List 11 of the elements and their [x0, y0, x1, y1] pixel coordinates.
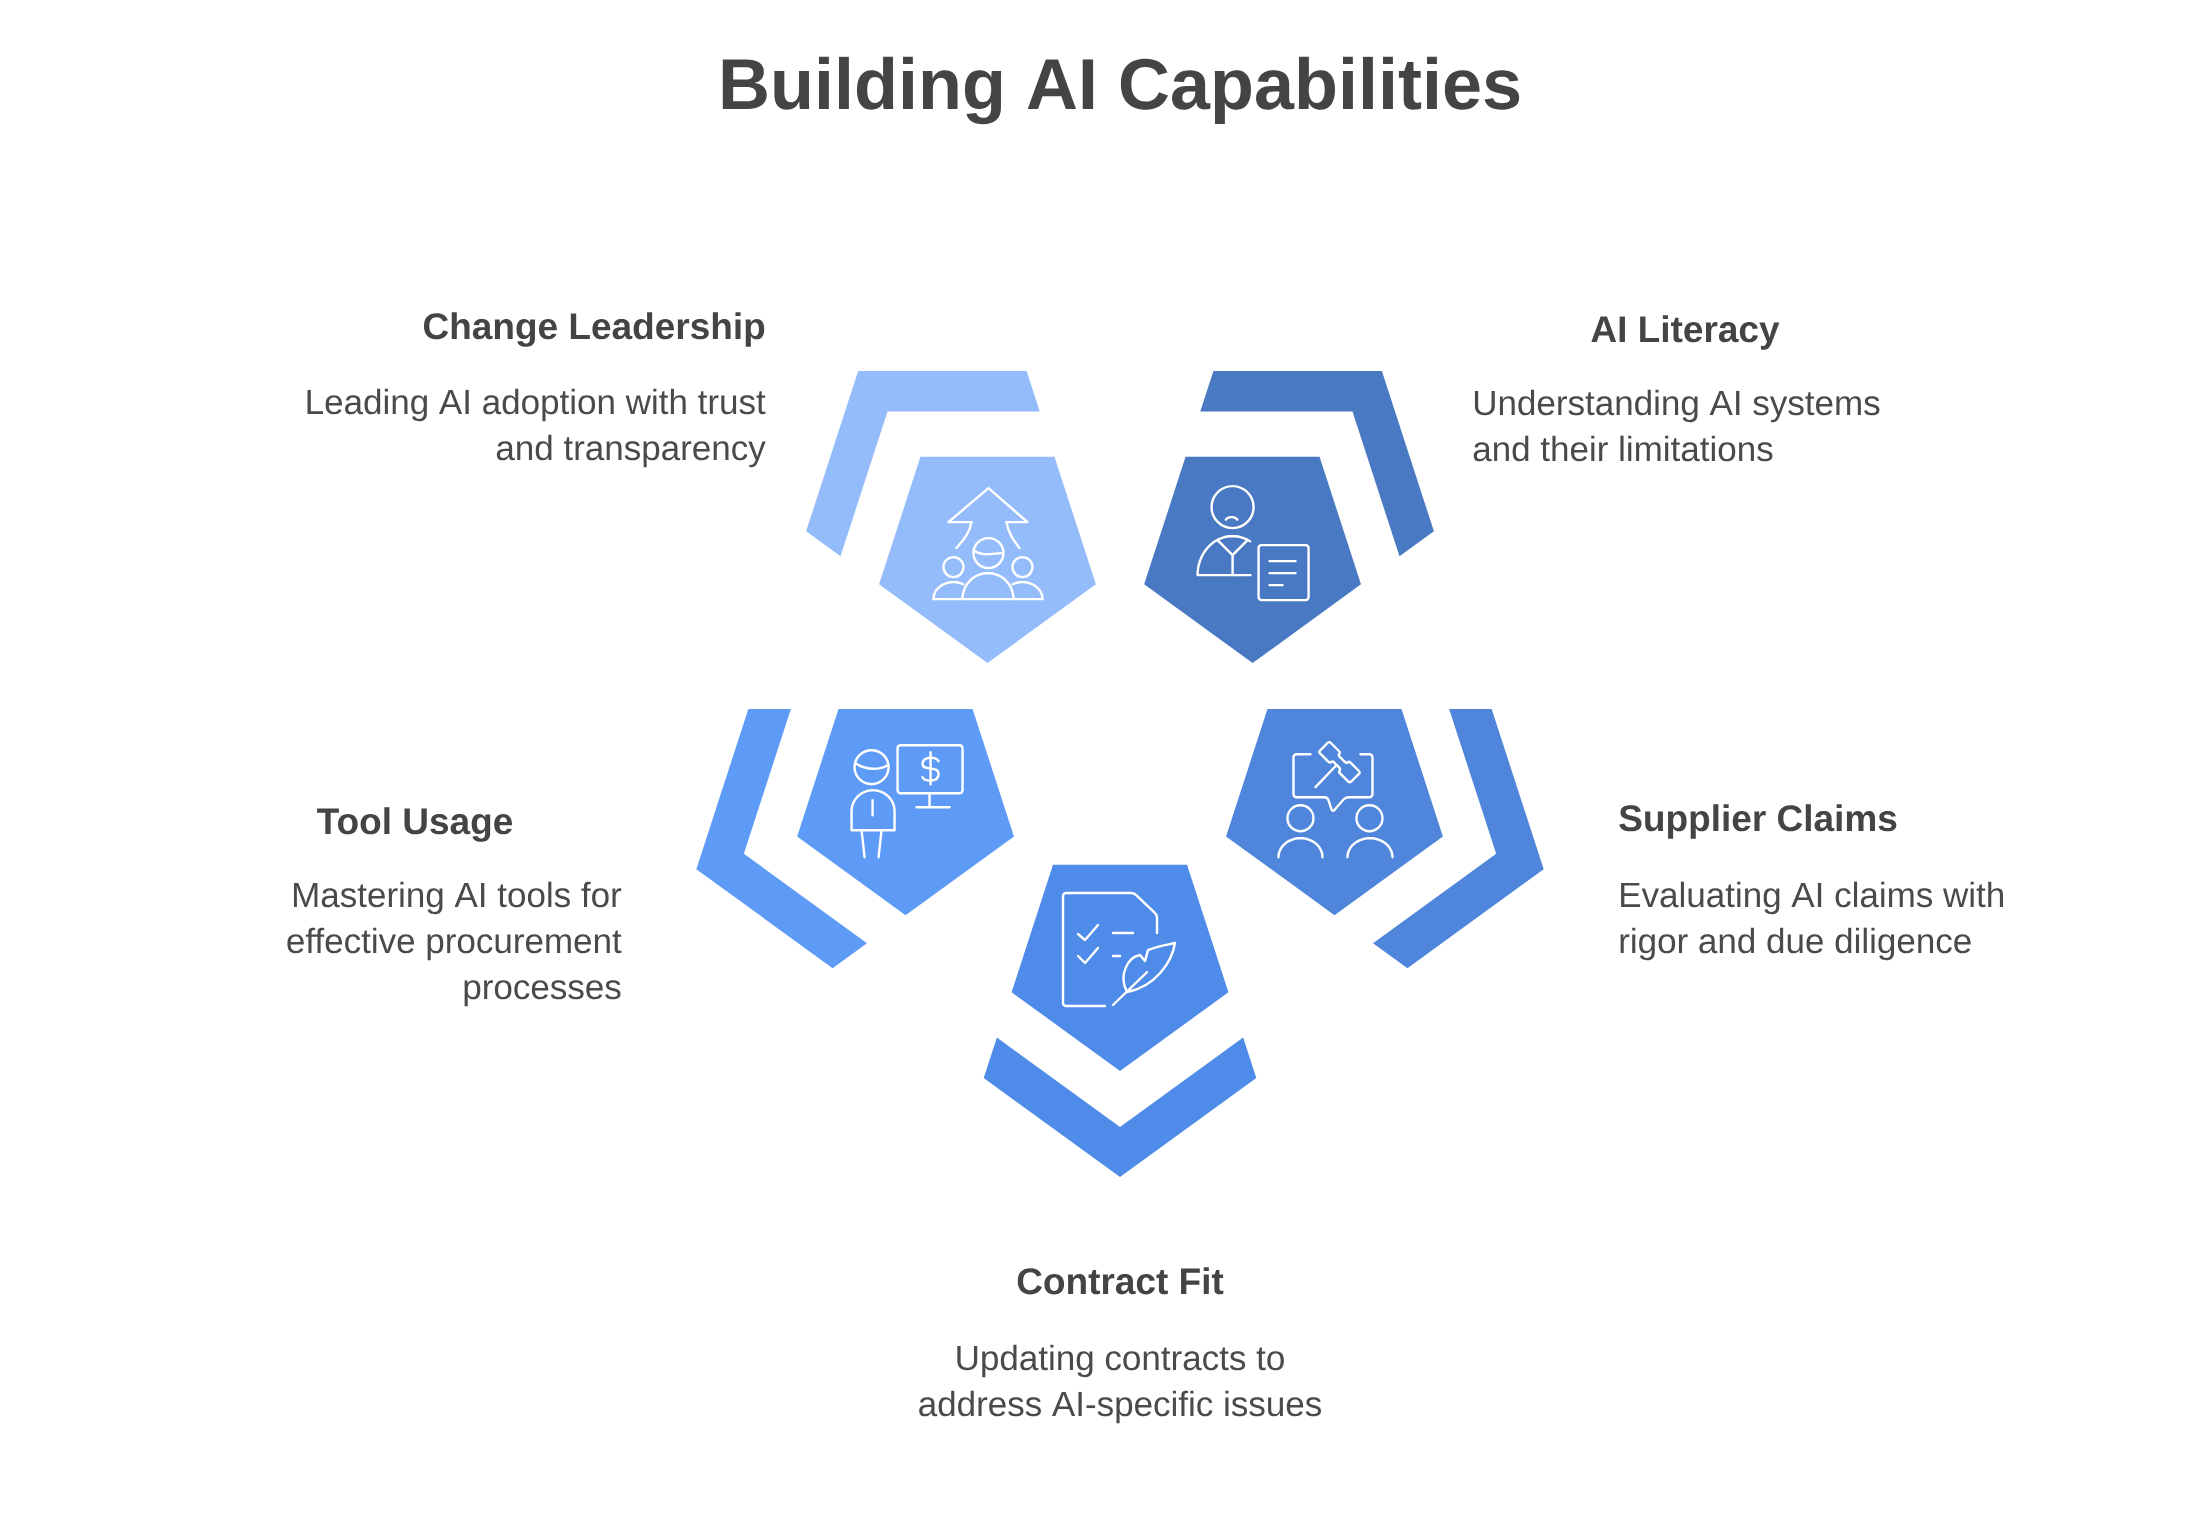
heading: AI Literacy: [1591, 315, 1780, 350]
heading: Change Leadership: [423, 312, 765, 347]
heading: Contract Fit: [1017, 1267, 1224, 1295]
description: Understanding AI systems and their limitations: [1473, 389, 1880, 462]
title: Building AI Capabilities: [722, 56, 1520, 125]
description: Updating contracts to address AI-specific issues: [919, 1344, 1321, 1424]
description: Evaluating AI claims with rigor and due diligence: [1620, 881, 2003, 961]
description: Leading AI adoption with trust and transparency: [307, 388, 766, 468]
heading: Supplier Claims: [1619, 804, 1897, 839]
description: Mastering AI tools for effective procurement processes: [287, 881, 622, 1007]
heading: Tool Usage: [317, 807, 513, 842]
